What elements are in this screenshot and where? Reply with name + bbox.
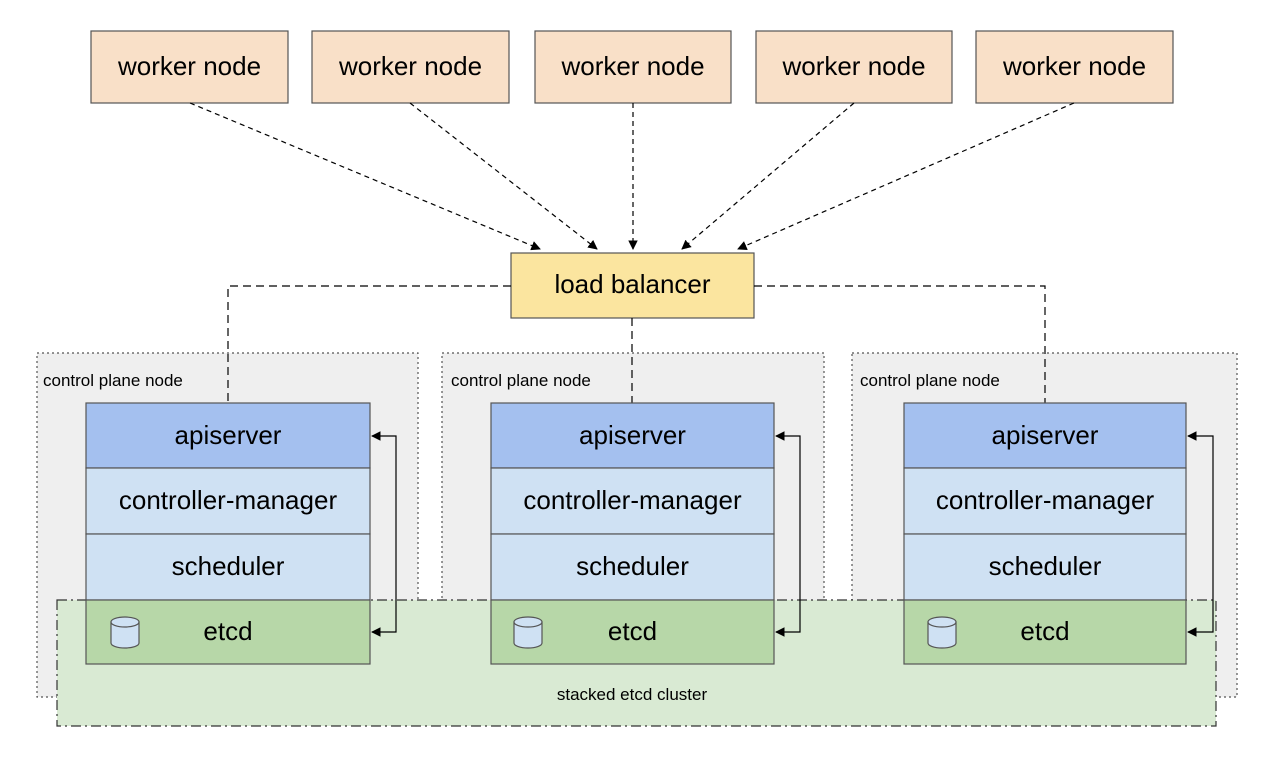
scheduler-box bbox=[490, 533, 775, 601]
worker-node-3 bbox=[534, 30, 732, 104]
apiserver-label: apiserver bbox=[175, 420, 282, 450]
controller-manager-box bbox=[490, 467, 775, 535]
apiserver-label: apiserver bbox=[579, 420, 686, 450]
component-stack-3 bbox=[903, 402, 1187, 665]
worker-node-label: worker node bbox=[1002, 51, 1146, 81]
scheduler-label: scheduler bbox=[172, 551, 285, 581]
bidirectional-arrow bbox=[1187, 431, 1214, 637]
component-labels: apiserver controller-manager scheduler e… bbox=[119, 420, 1155, 646]
connector-line bbox=[754, 285, 1046, 403]
load-balancer: load balancer bbox=[510, 252, 755, 319]
worker-node-label: worker node bbox=[781, 51, 925, 81]
controller-manager-label: controller-manager bbox=[119, 485, 338, 515]
etcd-label: etcd bbox=[203, 616, 252, 646]
scheduler-label: scheduler bbox=[576, 551, 689, 581]
apiserver-box bbox=[85, 402, 371, 469]
scheduler-label: scheduler bbox=[989, 551, 1102, 581]
connector-arrow bbox=[681, 102, 855, 250]
bidirectional-arrow bbox=[371, 431, 397, 637]
apiserver-box bbox=[903, 402, 1187, 469]
worker-node-label: worker node bbox=[117, 51, 261, 81]
control-plane-node-title: control plane node bbox=[43, 371, 183, 390]
lb-to-apiserver-connectors bbox=[227, 285, 1046, 403]
component-stack-1 bbox=[85, 402, 371, 665]
load-balancer-label: load balancer bbox=[554, 269, 710, 299]
controller-manager-label: controller-manager bbox=[523, 485, 742, 515]
apiserver-etcd-connectors bbox=[371, 431, 1214, 637]
load-balancer-box bbox=[510, 252, 755, 319]
worker-node-label: worker node bbox=[338, 51, 482, 81]
worker-node-5 bbox=[975, 30, 1174, 104]
scheduler-box bbox=[85, 533, 371, 601]
worker-nodes: worker node worker node worker node work… bbox=[90, 30, 1174, 104]
database-icon bbox=[513, 616, 543, 649]
component-stack-2 bbox=[490, 402, 775, 665]
apiserver-label: apiserver bbox=[992, 420, 1099, 450]
etcd-cluster-label: stacked etcd cluster bbox=[557, 685, 708, 704]
bidirectional-arrow bbox=[775, 431, 801, 637]
worker-node-1 bbox=[90, 30, 289, 104]
worker-node-label: worker node bbox=[560, 51, 704, 81]
worker-node-4 bbox=[755, 30, 953, 104]
database-icon bbox=[110, 616, 140, 649]
connector-line bbox=[227, 285, 511, 403]
database-icon bbox=[927, 616, 957, 649]
apiserver-box bbox=[490, 402, 775, 469]
worker-to-lb-connectors bbox=[189, 102, 1075, 251]
connector-arrow bbox=[737, 102, 1075, 250]
controller-manager-label: controller-manager bbox=[936, 485, 1155, 515]
control-plane-node-title: control plane node bbox=[451, 371, 591, 390]
connector-arrow bbox=[189, 102, 541, 251]
etcd-box bbox=[903, 599, 1187, 665]
control-plane-node-title: control plane node bbox=[860, 371, 1000, 390]
worker-node-2 bbox=[311, 30, 510, 104]
etcd-label: etcd bbox=[608, 616, 657, 646]
etcd-label: etcd bbox=[1020, 616, 1069, 646]
connector-arrow bbox=[409, 102, 598, 250]
scheduler-box bbox=[903, 533, 1187, 601]
